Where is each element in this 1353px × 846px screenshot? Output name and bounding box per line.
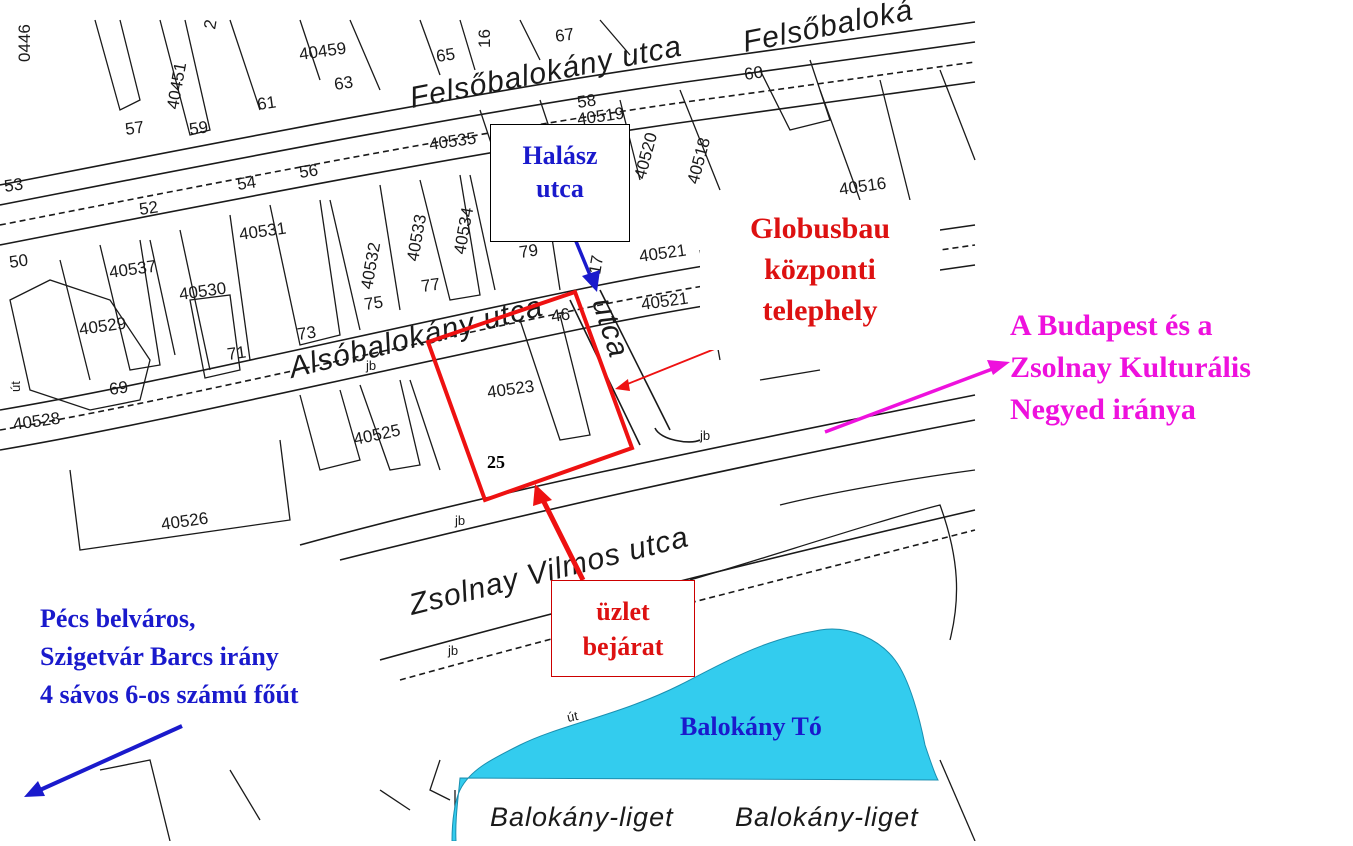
parcel-number: jb	[365, 358, 376, 373]
parcel-number: 69	[108, 378, 129, 399]
globusbau-line-2: központi	[764, 253, 876, 286]
parcel-number: 73	[296, 323, 317, 344]
parcel-number: út	[566, 708, 580, 725]
parcel-number: 16	[475, 29, 494, 48]
pecs-direction-label: Pécs belváros, Szigetvár Barcs irány 4 s…	[40, 600, 370, 714]
uzlet-line-1: üzlet	[596, 597, 650, 626]
parcel-number: 57	[124, 118, 145, 139]
parcel-number: 54	[236, 173, 257, 194]
parcel-number: 46	[550, 305, 571, 326]
parcel-number: 65	[435, 45, 456, 66]
pecs-line-3: 4 sávos 6-os számú főút	[40, 680, 299, 709]
halasz-utca-label: Halász utca	[490, 124, 630, 242]
arrow-uzlet	[533, 484, 586, 582]
halasz-line-1: Halász	[522, 141, 598, 170]
parcel-number: 59	[188, 118, 209, 139]
uzlet-line-2: bejárat	[582, 632, 664, 661]
lake-shape	[451, 628, 939, 842]
parcel-number: 2	[200, 18, 220, 31]
parcel-number: 61	[256, 93, 277, 114]
parcel-number: 67	[554, 25, 575, 46]
globusbau-line-1: Globusbau	[749, 212, 891, 245]
parcel-number: 0446	[15, 24, 34, 62]
pecs-line-1: Pécs belváros,	[40, 604, 196, 633]
parcel-number: 17	[585, 254, 607, 276]
parcel-number: 58	[576, 91, 597, 112]
parcel-number: 75	[363, 293, 384, 314]
budapest-direction-label: A Budapest és a Zsolnay Kulturális Negye…	[1010, 305, 1350, 431]
uzlet-bejarat-label: üzlet bejárat	[551, 580, 695, 677]
plot-number-label: 25	[487, 452, 505, 472]
pecs-line-2: Szigetvár Barcs irány	[40, 642, 279, 671]
globusbau-line-3: telephely	[762, 294, 878, 327]
globusbau-label: Globusbau központi telephely	[700, 200, 940, 350]
parcel-number: 77	[420, 275, 441, 296]
lake-label: Balokány Tó	[680, 712, 822, 741]
parcel-number: jb	[454, 513, 465, 528]
street-label-liget-1: Balokány-liget	[490, 802, 674, 832]
parcel-number: jb	[699, 428, 710, 443]
budapest-line-3: Negyed iránya	[1010, 393, 1196, 426]
arrow-budapest	[824, 360, 1010, 434]
street-label-liget-2: Balokány-liget	[735, 802, 919, 832]
parcel-number: 53	[3, 175, 24, 196]
site-parcel-outline	[425, 289, 635, 503]
parcel-number: 50	[8, 251, 29, 272]
parcel-number: út	[8, 381, 23, 392]
budapest-line-1: A Budapest és a	[1010, 309, 1213, 342]
parcel-number: 71	[226, 343, 247, 364]
halasz-line-2: utca	[536, 174, 584, 203]
parcel-number: 60	[743, 63, 764, 84]
arrow-pecs	[24, 724, 183, 797]
parcel-number: 56	[298, 161, 319, 182]
parcel-number: 79	[518, 241, 539, 262]
parcel-number: 52	[138, 198, 159, 219]
budapest-line-2: Zsolnay Kulturális	[1010, 351, 1251, 384]
parcel-number: 63	[333, 73, 354, 94]
parcel-number: jb	[447, 643, 458, 658]
